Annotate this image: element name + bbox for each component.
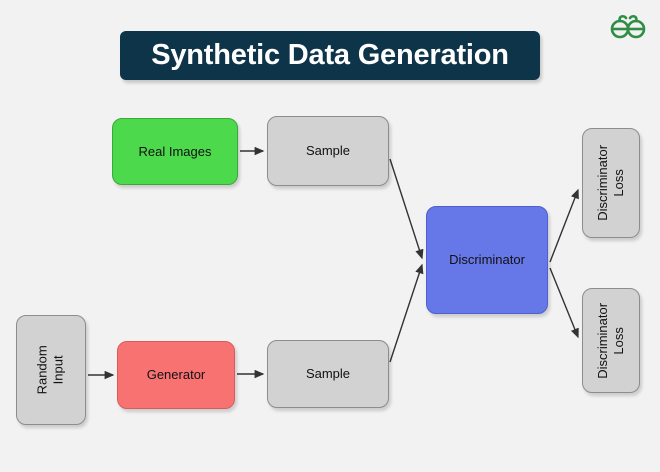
node-sample-fake[interactable]: Sample <box>267 340 389 408</box>
node-random-input-label: Random Input <box>35 345 66 395</box>
geeksforgeeks-logo <box>606 13 650 41</box>
node-sample-real-label: Sample <box>305 143 351 159</box>
node-discriminator-loss-top-label: Discriminator Loss <box>595 145 626 221</box>
node-generator[interactable]: Generator <box>117 341 235 409</box>
node-real-images-label: Real Images <box>138 143 212 159</box>
edge-sample-real-to-discriminator <box>389 158 424 260</box>
node-discriminator-loss-bottom[interactable]: Discriminator Loss <box>582 288 640 393</box>
node-sample-fake-label: Sample <box>305 366 351 382</box>
node-discriminator-label: Discriminator <box>449 252 525 268</box>
node-discriminator[interactable]: Discriminator <box>426 206 548 314</box>
page-title-banner: Synthetic Data Generation <box>120 31 540 80</box>
node-generator-label: Generator <box>146 367 206 383</box>
node-discriminator-loss-bottom-label: Discriminator Loss <box>595 302 626 379</box>
node-discriminator-loss-top[interactable]: Discriminator Loss <box>582 128 640 238</box>
page-title: Synthetic Data Generation <box>151 39 509 71</box>
edge-discriminator-to-loss-top <box>549 188 579 263</box>
node-real-images[interactable]: Real Images <box>112 118 238 185</box>
node-sample-real[interactable]: Sample <box>267 116 389 186</box>
edge-sample-fake-to-discriminator <box>389 263 424 363</box>
edge-discriminator-to-loss-bottom <box>549 267 579 339</box>
node-random-input[interactable]: Random Input <box>16 315 86 425</box>
